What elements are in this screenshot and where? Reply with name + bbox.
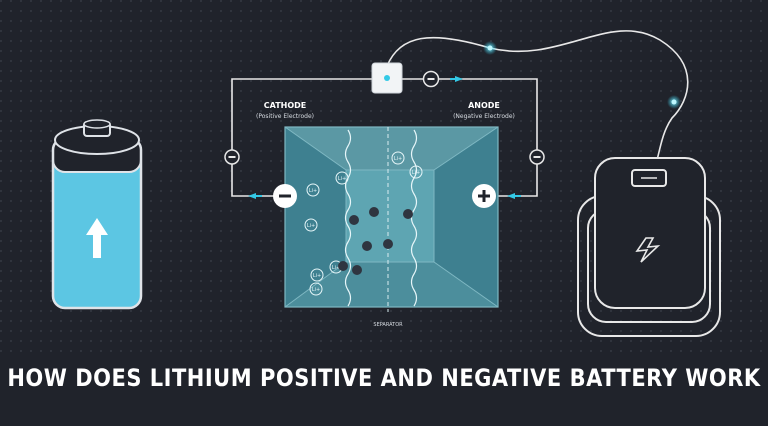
svg-text:Li+: Li+ [312,287,320,293]
lithium-ion: Li+ [304,218,318,232]
glow-dot-core [671,99,677,105]
lithium-ion: Li+ [309,282,323,296]
negative-terminal-icon [273,184,297,208]
positive-terminal-icon [472,184,496,208]
electron-icon [422,70,440,88]
battery-icon [51,119,143,310]
flow-arrow [507,193,515,199]
electron-group [338,207,413,275]
cathode-sublabel: (Positive Electrode) [256,113,314,120]
svg-text:Li+: Li+ [313,273,321,279]
svg-text:Li+: Li+ [394,156,402,162]
glow-dot-core [487,45,493,51]
page-title: HOW DOES LITHIUM POSITIVE AND NEGATIVE B… [7,364,761,392]
lithium-ion: Li+ [335,171,349,185]
electron-icon [529,149,545,165]
electrochemical-cell [284,126,499,308]
svg-text:Li+: Li+ [332,265,340,271]
lightning-icon [635,237,661,263]
wave-lines [344,129,418,307]
svg-text:Li+: Li+ [412,170,420,176]
lithium-ion: Li+ [409,165,423,179]
ion-group: Li+ Li+ Li+ Li+ Li+ Li+ Li+ Li+ [304,151,423,296]
electron-icon [224,149,240,165]
lithium-ion: Li+ [391,151,405,165]
separator-label: SEPARATOR [373,322,403,328]
lithium-ion: Li+ [310,268,324,282]
flow-arrow [455,76,463,82]
svg-text:Li+: Li+ [338,176,346,182]
phone-icon [577,157,721,337]
svg-text:Li+: Li+ [309,188,317,194]
flow-arrow [248,193,256,199]
anode-label: ANODE [468,101,500,110]
up-arrow-icon [86,218,108,258]
anode-sublabel: (Negative Electrode) [453,113,515,120]
lithium-ion: Li+ [306,183,320,197]
cathode-label: CATHODE [264,101,307,110]
switch-icon [371,62,403,94]
svg-text:Li+: Li+ [307,223,315,229]
